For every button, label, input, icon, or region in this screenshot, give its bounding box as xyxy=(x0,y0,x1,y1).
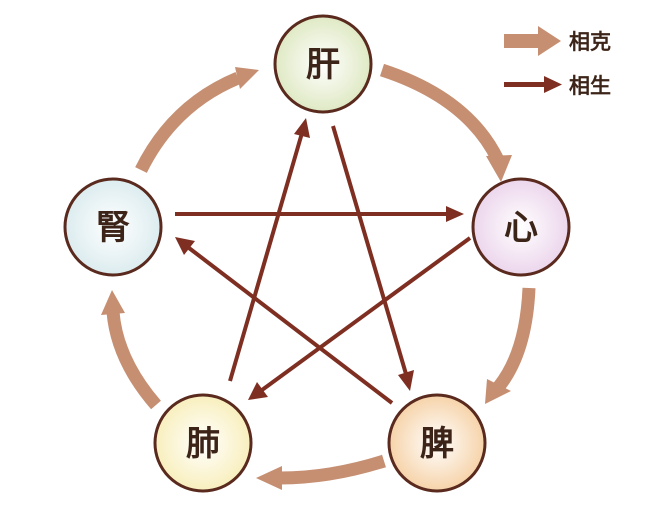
node-heart-circle xyxy=(471,177,571,277)
outer-arrow-heart-spleen xyxy=(485,287,536,404)
legend-thin-label: 相生 xyxy=(569,74,611,98)
legend-thick-label: 相克 xyxy=(569,30,611,54)
outer-arrow-kidney-liver xyxy=(135,67,259,173)
star-arrows xyxy=(175,118,472,405)
star-arrow-spleen-kidney xyxy=(175,237,394,405)
node-liver-label: 肝 xyxy=(306,45,340,85)
node-kidney-circle xyxy=(63,177,163,277)
legend-thin-arrow-icon xyxy=(504,76,562,93)
node-lung-circle xyxy=(153,393,253,493)
node-lung-label: 肺 xyxy=(186,424,220,464)
star-arrow-heart-lung xyxy=(248,236,472,400)
legend: 相克 相生 xyxy=(504,26,611,98)
outer-arrow-liver-heart xyxy=(379,63,512,182)
star-arrow-kidney-heart xyxy=(175,206,464,222)
legend-thick-arrow-icon xyxy=(504,26,561,56)
node-liver-circle xyxy=(273,14,373,114)
node-kidney: 腎 xyxy=(63,177,163,277)
star-arrow-liver-spleen xyxy=(331,125,414,391)
outer-cycle-arrows xyxy=(101,63,536,490)
node-spleen-label: 脾 xyxy=(420,424,454,464)
node-kidney-label: 腎 xyxy=(96,208,130,248)
node-liver: 肝 xyxy=(273,14,373,114)
node-spleen: 脾 xyxy=(387,393,487,493)
outer-arrow-spleen-lung xyxy=(256,454,386,490)
node-lung: 肺 xyxy=(153,393,253,493)
node-heart: 心 xyxy=(471,177,571,277)
node-spleen-circle xyxy=(387,393,487,493)
star-arrow-lung-liver xyxy=(228,118,310,382)
node-heart-label: 心 xyxy=(504,208,538,248)
outer-arrow-lung-kidney xyxy=(101,290,161,410)
